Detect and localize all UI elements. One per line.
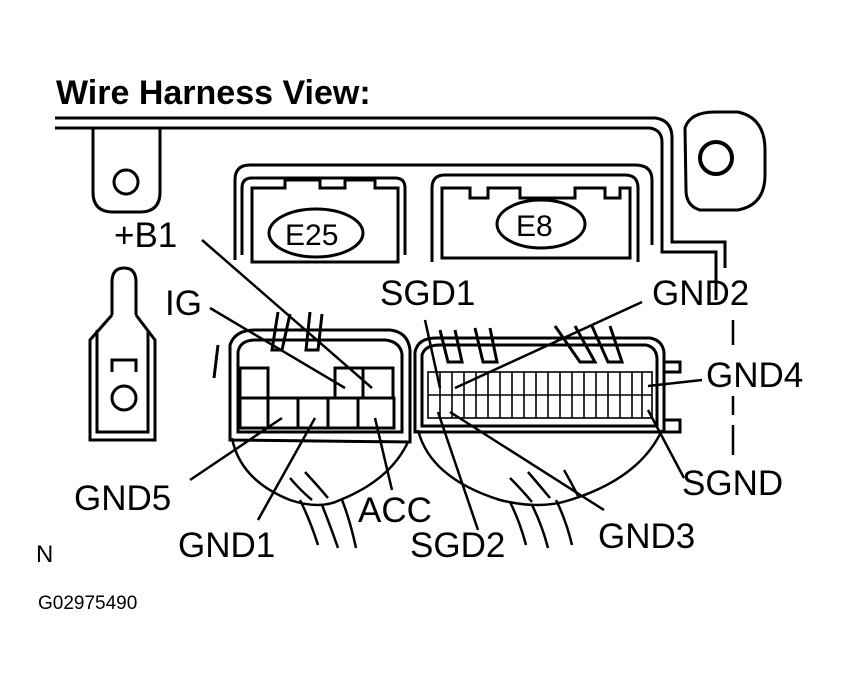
pin-label-sgnd: SGND — [682, 464, 783, 503]
pin-label-gnd1: GND1 — [178, 526, 275, 565]
right-harness-connector — [413, 325, 682, 434]
leader-lines — [189, 239, 703, 531]
pin-label-gnd5: GND5 — [74, 479, 171, 518]
wire-bundles — [230, 429, 664, 549]
pin-label-ig: IG — [165, 284, 202, 323]
connector-label-e25: E25 — [285, 219, 338, 252]
pin-label-acc: ACC — [358, 491, 432, 530]
pin-label-gnd4: GND4 — [706, 356, 803, 395]
connector-e8 — [430, 173, 640, 262]
pin-label-sgd2: SGD2 — [410, 526, 505, 565]
diagram-title: Wire Harness View: — [56, 74, 371, 112]
bracket-outline — [55, 110, 767, 300]
figure-code: G02975490 — [38, 593, 137, 614]
pin-label-b1: +B1 — [114, 216, 177, 255]
ground-terminal — [88, 266, 157, 442]
footer-mark: N — [36, 541, 53, 568]
connector-label-e8: E8 — [516, 210, 553, 243]
pin-label-gnd3: GND3 — [598, 517, 695, 556]
right-connector-pin-grid — [427, 371, 653, 419]
connector-e25 — [233, 163, 654, 264]
pin-label-gnd2: GND2 — [652, 274, 749, 313]
pin-label-sgd1: SGD1 — [380, 274, 475, 313]
